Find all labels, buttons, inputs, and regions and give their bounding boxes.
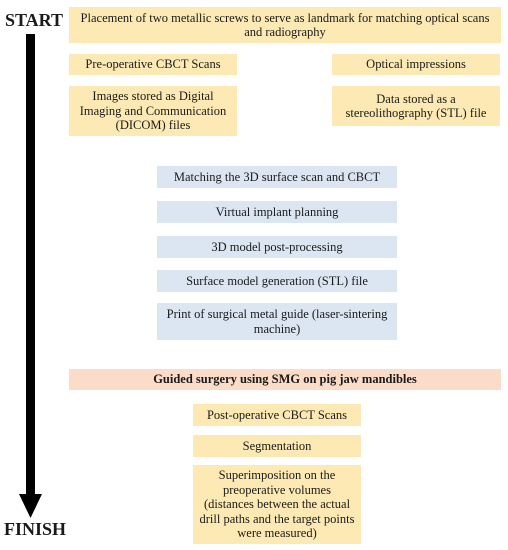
step-postop-cbct-box: Post-operative CBCT Scans (193, 404, 361, 426)
step-dicom-text: Images stored as Digital Imaging and Com… (79, 89, 227, 133)
step-preop-cbct-text: Pre-operative CBCT Scans (85, 57, 221, 72)
step-segmentation-box: Segmentation (193, 435, 361, 457)
step-preop-cbct-box: Pre-operative CBCT Scans (69, 54, 237, 75)
step-virtual-box: Virtual implant planning (157, 201, 397, 223)
step-print-box: Print of surgical metal guide (laser-sin… (157, 303, 397, 340)
step-postproc-box: 3D model post-processing (157, 236, 397, 258)
step-guided-box: Guided surgery using SMG on pig jaw mand… (69, 369, 501, 390)
step-dicom-box: Images stored as Digital Imaging and Com… (69, 86, 237, 136)
step-surface-text: Surface model generation (STL) file (186, 273, 368, 288)
step-superimposition-box: Superimposition on the preoperative volu… (193, 465, 361, 544)
step-optical-box: Optical impressions (332, 54, 500, 75)
step-postop-cbct-text: Post-operative CBCT Scans (206, 407, 348, 422)
step-superimposition-text: Superimposition on the preoperative volu… (199, 468, 355, 541)
step-stl-data-text: Data stored as a stereolithography (STL)… (345, 91, 487, 121)
step-surface-box: Surface model generation (STL) file (157, 270, 397, 292)
step-optical-text: Optical impressions (366, 57, 466, 72)
start-label: START (5, 10, 64, 30)
step-matching-text: Matching the 3D surface scan and CBCT (173, 169, 381, 184)
step-matching-box: Matching the 3D surface scan and CBCT (157, 166, 397, 188)
step-virtual-text: Virtual implant planning (215, 204, 339, 219)
step-segmentation-text: Segmentation (242, 438, 312, 453)
step-postproc-text: 3D model post-processing (211, 239, 343, 254)
step-guided-text: Guided surgery using SMG on pig jaw mand… (153, 372, 417, 387)
step-print-text: Print of surgical metal guide (laser-sin… (166, 307, 388, 336)
finish-label: FINISH (4, 519, 67, 539)
step-stl-data-box: Data stored as a stereolithography (STL)… (332, 86, 500, 126)
step-placement-box: Placement of two metallic screws to serv… (69, 7, 501, 43)
step-placement-text: Placement of two metallic screws to serv… (80, 10, 490, 40)
